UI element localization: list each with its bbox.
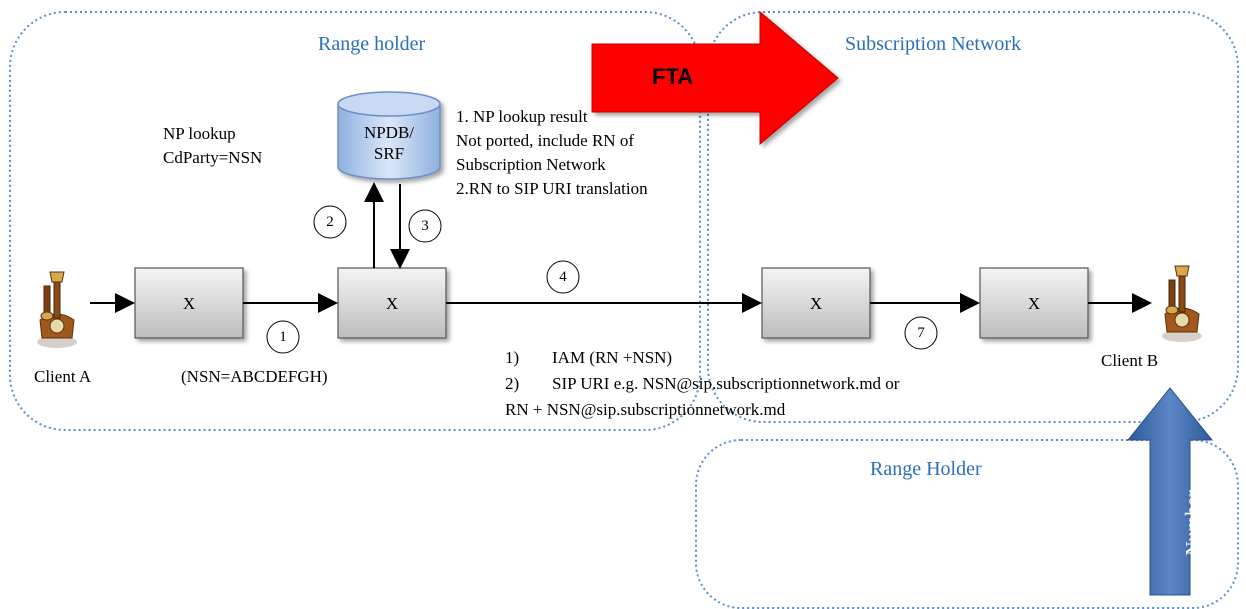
sip-uri-number: 2) bbox=[505, 374, 520, 393]
fta-label: FTA bbox=[652, 64, 694, 89]
step-circle-1 bbox=[266, 320, 300, 354]
np-lookup-label: NP lookup bbox=[163, 124, 236, 143]
step-label-2: 2 bbox=[326, 214, 334, 230]
lookup-result-line3: Subscription Network bbox=[456, 155, 606, 174]
step-circle-3 bbox=[408, 209, 442, 243]
step-circle-7 bbox=[904, 316, 938, 350]
lookup-result-line4: 2.RN to SIP URI translation bbox=[456, 179, 648, 198]
iam-text: IAM (RN +NSN) bbox=[552, 348, 673, 367]
step-label-1: 1 bbox=[279, 329, 287, 345]
cdparty-label: CdParty=NSN bbox=[163, 148, 263, 167]
region-range-holder-bottom bbox=[695, 439, 1239, 609]
switch-box-2-label: X bbox=[385, 294, 399, 313]
region-subscription-network bbox=[707, 11, 1239, 423]
switch-box-2 bbox=[337, 267, 447, 339]
step-circle-4 bbox=[546, 260, 580, 294]
switch-box-4-label: X bbox=[1027, 294, 1041, 313]
number-arrow bbox=[1126, 387, 1214, 596]
switch-box-1-label: X bbox=[182, 294, 196, 313]
database-label-line2: SRF bbox=[373, 144, 405, 163]
lookup-result-line1: 1. NP lookup result bbox=[456, 107, 588, 126]
lookup-result-line2: Not ported, include RN of bbox=[456, 131, 634, 150]
database-label-line1: NPDB/ bbox=[363, 123, 415, 142]
client-b-phone-icon bbox=[1162, 265, 1202, 342]
step-label-4: 4 bbox=[559, 269, 567, 285]
step-circle-2 bbox=[313, 205, 347, 239]
nsn-label: (NSN=ABCDEFGH) bbox=[181, 367, 328, 386]
client-b-label: Client B bbox=[1101, 351, 1159, 370]
client-a-label: Client A bbox=[34, 367, 92, 386]
region-title-range-holder-bottom: Range Holder bbox=[870, 458, 982, 480]
sip-uri-text: SIP URI e.g. NSN@sip.subscriptionnetwork… bbox=[552, 374, 900, 393]
region-range-holder-top bbox=[9, 11, 701, 431]
number-label: Number bbox=[1182, 490, 1204, 556]
fta-arrow bbox=[591, 10, 839, 146]
switch-box-3-label: X bbox=[809, 294, 823, 313]
step-label-3: 3 bbox=[421, 218, 429, 234]
step-label-7: 7 bbox=[917, 325, 925, 341]
region-title-subscription-network: Subscription Network bbox=[845, 33, 1022, 55]
switch-box-4 bbox=[979, 267, 1089, 339]
switch-box-3 bbox=[761, 267, 871, 339]
iam-number: 1) bbox=[505, 348, 520, 367]
npdb-srf-database bbox=[337, 91, 441, 180]
switch-box-1 bbox=[134, 267, 244, 339]
client-a-phone-icon bbox=[37, 271, 77, 348]
sip-uri-text-line2: RN + NSN@sip.subscriptionnetwork.md bbox=[505, 400, 786, 419]
region-title-range-holder: Range holder bbox=[318, 33, 426, 55]
